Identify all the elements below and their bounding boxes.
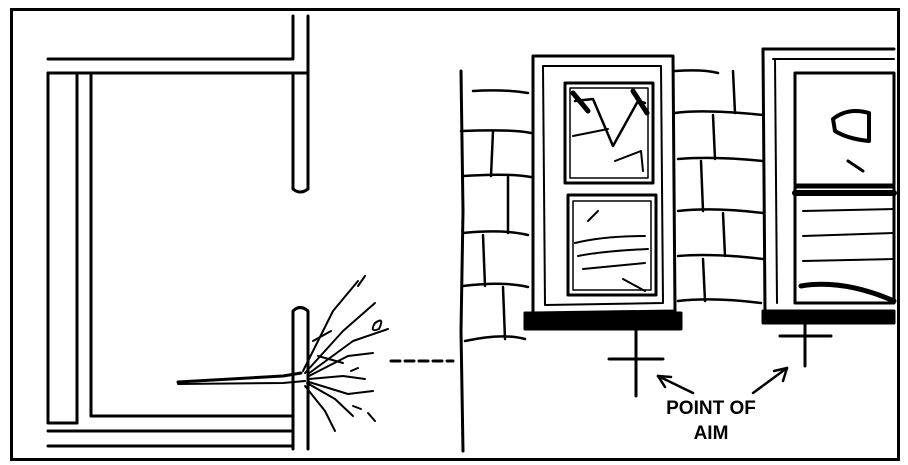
- diagram-canvas: [13, 11, 897, 458]
- window-right: [763, 49, 894, 323]
- point-of-aim-label-line1: POINT OF: [641, 398, 781, 420]
- window-right-sill: [763, 311, 894, 323]
- arrow-to-left-cross: [658, 376, 693, 393]
- point-of-aim-label-line2: AIM: [641, 423, 781, 445]
- blast-burst: [178, 276, 388, 431]
- window-right-upper-sash: [795, 73, 894, 185]
- inner-room-left: [91, 73, 293, 416]
- aim-cross-left: [609, 329, 663, 396]
- wall-segment-lower: [293, 308, 308, 450]
- window-left-lower-sash: [568, 195, 656, 295]
- window-left-sill: [525, 313, 681, 329]
- wall-segment-upper: [293, 73, 308, 192]
- arrow-to-right-cross: [753, 368, 787, 393]
- window-left: [525, 56, 681, 329]
- building-facade: [461, 70, 763, 451]
- diagram-frame: POINT OF AIM: [10, 8, 900, 461]
